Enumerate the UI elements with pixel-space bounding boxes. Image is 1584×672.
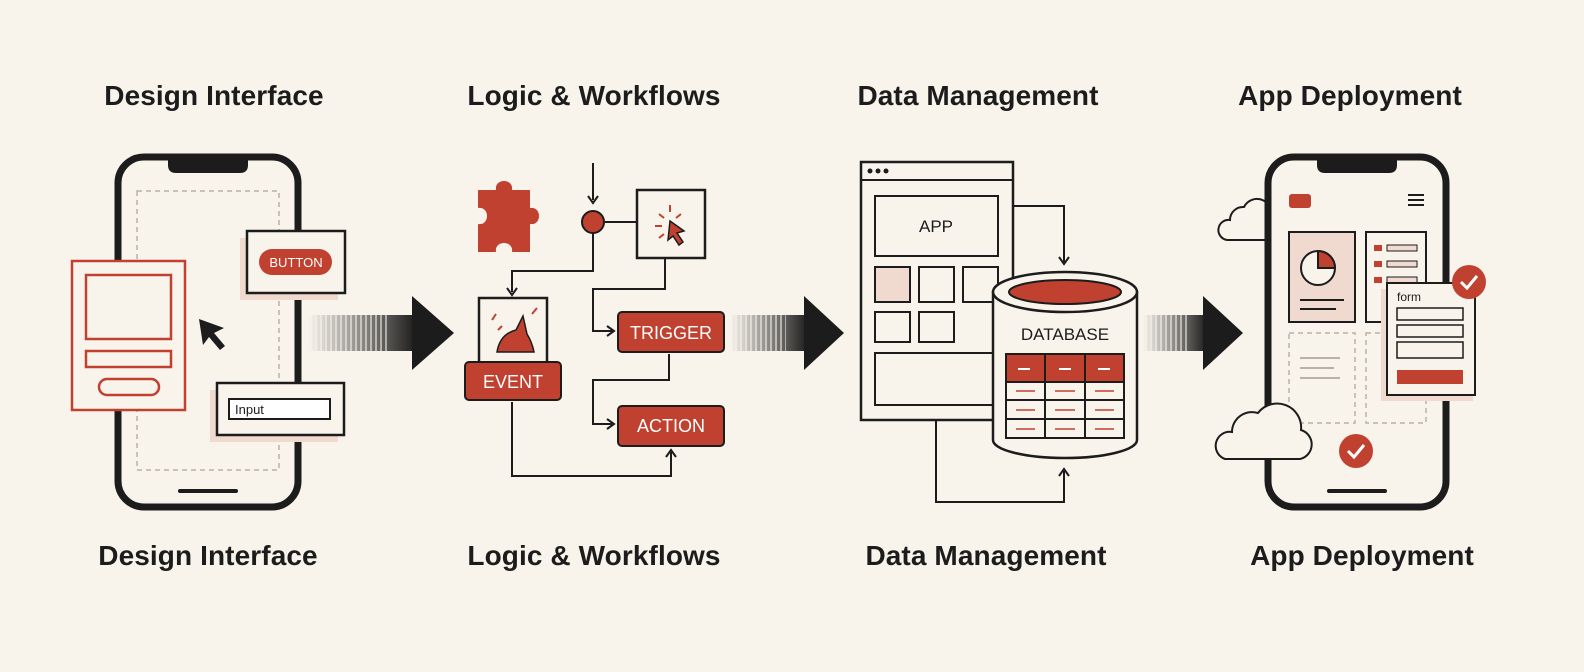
input-component: Input — [210, 381, 346, 442]
trigger-node: TRIGGER — [617, 311, 725, 353]
database-label: DATABASE — [1021, 325, 1109, 344]
stage-title-design-bottom: Design Interface — [98, 540, 318, 571]
cursor-icon — [199, 319, 225, 350]
menu-icon — [1408, 194, 1424, 206]
wireframe-card — [70, 259, 187, 412]
check-badge-icon-bottom — [1339, 434, 1373, 468]
button-component-label: BUTTON — [269, 255, 322, 270]
event-label: EVENT — [483, 372, 543, 392]
click-tile — [635, 188, 707, 260]
click-cursor-icon — [667, 219, 686, 247]
trigger-label: TRIGGER — [630, 323, 712, 343]
megaphone-icon — [496, 313, 535, 353]
stage-title-deploy-top: App Deployment — [1238, 80, 1462, 111]
puzzle-icon — [478, 181, 539, 252]
input-component-label: Input — [235, 402, 264, 417]
app-window: APP — [859, 160, 1015, 422]
action-label: ACTION — [637, 416, 705, 436]
form-card: form — [1381, 282, 1476, 401]
stage-title-logic-top: Logic & Workflows — [467, 80, 721, 111]
flow-arrow-1 — [308, 296, 454, 370]
database-cylinder: DATABASE — [991, 270, 1139, 460]
stage-title-logic-bottom: Logic & Workflows — [467, 540, 721, 571]
workflow-connectors — [511, 163, 672, 477]
button-component: BUTTON — [240, 229, 347, 300]
stage-title-deploy-bottom: App Deployment — [1250, 540, 1474, 571]
form-label: form — [1397, 290, 1421, 304]
action-node: ACTION — [617, 405, 725, 447]
stage-title-data-bottom: Data Management — [865, 540, 1107, 571]
workflow-arrowheads — [506, 195, 677, 458]
check-badge-icon-top — [1452, 265, 1486, 299]
app-label: APP — [919, 217, 953, 236]
flow-arrow-2 — [730, 296, 844, 370]
pie-chart-icon — [1300, 249, 1337, 286]
flow-arrow-3 — [1143, 296, 1243, 370]
stage-title-design-top: Design Interface — [104, 80, 324, 111]
event-node: EVENT — [464, 296, 562, 401]
data-connectors — [935, 205, 1070, 503]
junction-node — [581, 210, 605, 234]
stage-title-data-top: Data Management — [857, 80, 1099, 111]
list-icon — [1374, 244, 1418, 284]
cloud-icon-bottom — [1214, 402, 1313, 460]
